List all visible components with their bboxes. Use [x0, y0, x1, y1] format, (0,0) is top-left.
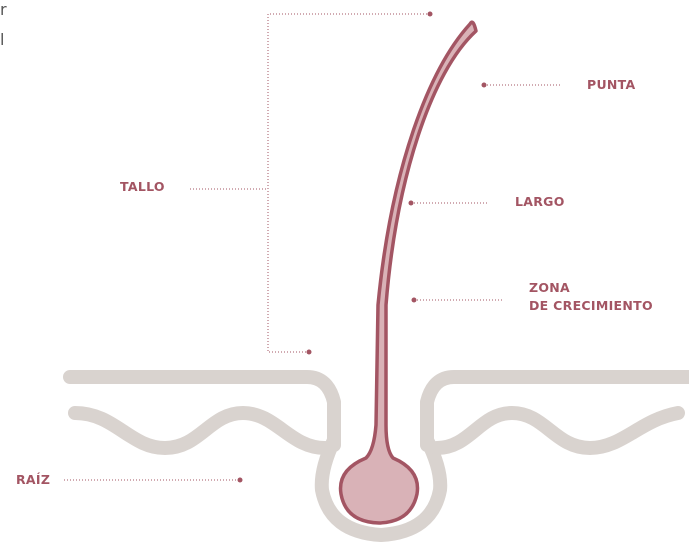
punta-dot [482, 83, 487, 88]
largo-label: LARGO [515, 194, 565, 210]
raiz-dot [238, 478, 243, 483]
tallo-label: TALLO [120, 179, 165, 195]
right-wave-line [437, 413, 678, 448]
tallo-top-dot [428, 12, 433, 17]
tallo-bottom-dot [307, 350, 312, 355]
left-wave-line [75, 413, 325, 448]
zona-label-line1: ZONA [529, 280, 570, 296]
zona-dot [412, 298, 417, 303]
raiz-label: RAÍZ [16, 472, 50, 488]
largo-dot [409, 201, 414, 206]
punta-label: PUNTA [587, 77, 636, 93]
zona-label-line2: DE CRECIMIENTO [529, 298, 653, 314]
